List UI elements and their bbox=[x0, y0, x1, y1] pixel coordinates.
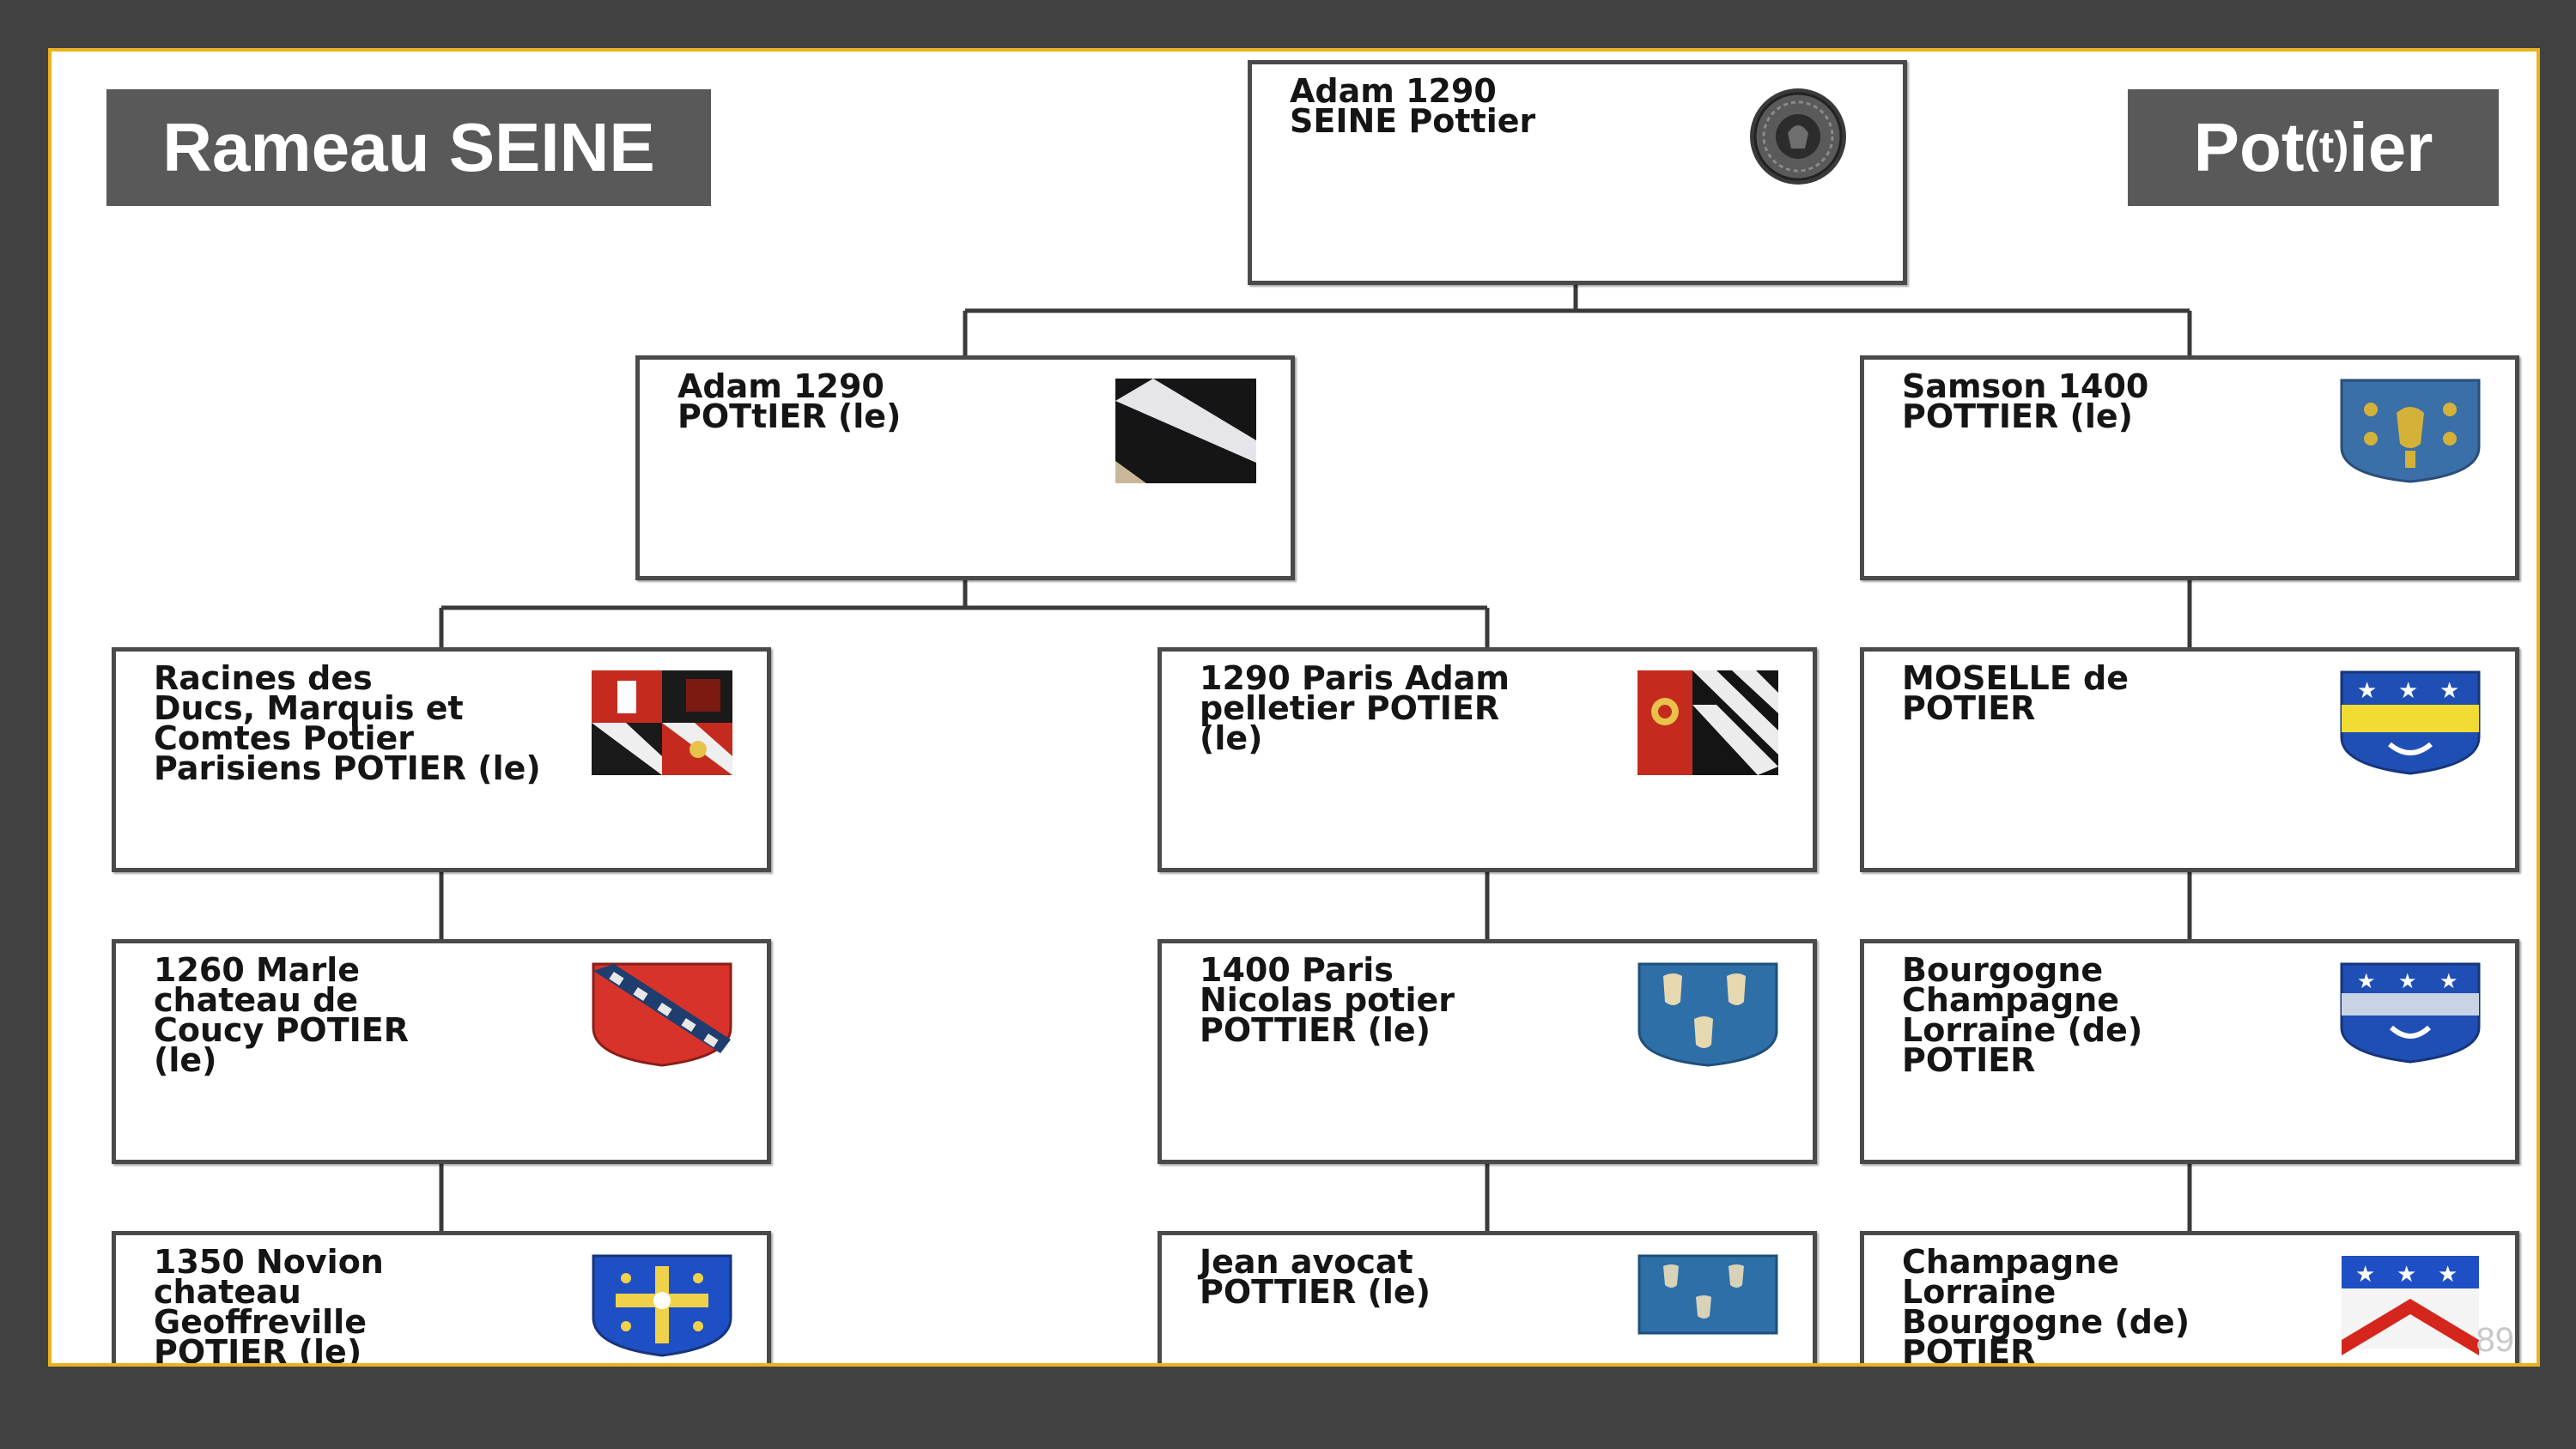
node-label: 1290 Paris Adam pelletier POTIER (le) bbox=[1200, 664, 1663, 754]
node-marle[interactable]: 1260 Marle chateau de Coucy POTIER (le) bbox=[112, 939, 771, 1164]
family-name-title: Pot(t)ier bbox=[2128, 89, 2499, 206]
svg-text:★: ★ bbox=[2355, 1262, 2375, 1288]
node-label: 1350 Novion chateau Geoffreville POTIER … bbox=[154, 1247, 617, 1367]
svg-text:★: ★ bbox=[2357, 678, 2377, 704]
node-label: MOSELLE de POTIER bbox=[1902, 664, 2366, 724]
title-part-start: Pot bbox=[2194, 108, 2305, 187]
svg-text:★: ★ bbox=[2398, 678, 2418, 704]
node-label: Adam 1290 SEINE Pottier bbox=[1290, 76, 1753, 136]
black-shield-silver-bend-icon bbox=[1115, 379, 1256, 483]
svg-text:★: ★ bbox=[2357, 969, 2376, 993]
node-label: 1260 Marle chateau de Coucy POTIER (le) bbox=[154, 955, 617, 1076]
svg-text:★: ★ bbox=[2439, 969, 2458, 993]
node-novion[interactable]: 1350 Novion chateau Geoffreville POTIER … bbox=[112, 1231, 771, 1367]
node-jean[interactable]: Jean avocat POTTIER (le) bbox=[1157, 1231, 1817, 1367]
svg-text:★: ★ bbox=[2438, 1262, 2458, 1288]
svg-text:★: ★ bbox=[2398, 969, 2417, 993]
node-label: Bourgogne Champagne Lorraine (de) POTIER bbox=[1902, 955, 2366, 1076]
blue-ewers-small-icon bbox=[1637, 1254, 1778, 1359]
blue-stars-silver-fess-crescent-icon: ★ ★ ★ bbox=[2340, 962, 2481, 1067]
node-label: Racines des Ducs, Marquis et Comtes Poti… bbox=[154, 664, 617, 784]
branch-title: Rameau SEINE bbox=[106, 89, 711, 206]
blue-gold-cross-icon bbox=[592, 1254, 732, 1359]
svg-text:★: ★ bbox=[2439, 678, 2459, 704]
node-moselle[interactable]: MOSELLE de POTIER ★ ★ ★ bbox=[1860, 647, 2519, 872]
node-paris-adam[interactable]: 1290 Paris Adam pelletier POTIER (le) bbox=[1157, 647, 1817, 872]
node-label: Samson 1400 POTTIER (le) bbox=[1902, 372, 2366, 432]
node-label: Jean avocat POTTIER (le) bbox=[1200, 1247, 1663, 1307]
node-label: Adam 1290 POTtIER (le) bbox=[677, 372, 1141, 432]
red-checky-bend-icon bbox=[592, 962, 732, 1067]
node-champagne[interactable]: Champagne Lorraine Bourgogne (de) POTIER… bbox=[1860, 1231, 2519, 1367]
quartered-red-black-arms-icon bbox=[592, 670, 732, 775]
node-nicolas[interactable]: 1400 Paris Nicolas potier POTTIER (le) bbox=[1157, 939, 1817, 1164]
node-bourgogne[interactable]: Bourgogne Champagne Lorraine (de) POTIER… bbox=[1860, 939, 2519, 1164]
svg-text:★: ★ bbox=[2397, 1262, 2416, 1288]
node-root-adam-seine[interactable]: Adam 1290 SEINE Pottier bbox=[1248, 60, 1907, 285]
blue-shield-gold-ewer-stars-icon bbox=[2340, 379, 2481, 483]
title-part-end: ier bbox=[2348, 108, 2433, 187]
node-label: Champagne Lorraine Bourgogne (de) POTIER bbox=[1902, 1247, 2366, 1367]
node-adam-pottier[interactable]: Adam 1290 POTtIER (le) bbox=[635, 355, 1295, 580]
node-label: 1400 Paris Nicolas potier POTTIER (le) bbox=[1200, 955, 1663, 1046]
node-racines[interactable]: Racines des Ducs, Marquis et Comtes Poti… bbox=[112, 647, 771, 872]
page-number: 89 bbox=[2476, 1321, 2515, 1360]
round-seal-icon bbox=[1728, 83, 1868, 188]
stars-red-chevron-icon: ★ ★ ★ bbox=[2340, 1254, 2481, 1359]
blue-stars-gold-fess-crescent-icon: ★ ★ ★ bbox=[2340, 670, 2481, 775]
slide: Rameau SEINE Pot(t)ier Adam 1290 SEINE P… bbox=[48, 48, 2540, 1367]
node-samson[interactable]: Samson 1400 POTTIER (le) bbox=[1860, 355, 2519, 580]
title-part-optional: (t) bbox=[2305, 122, 2349, 173]
blue-three-ewers-icon bbox=[1637, 962, 1778, 1067]
red-black-silver-stripes-icon bbox=[1637, 670, 1778, 775]
